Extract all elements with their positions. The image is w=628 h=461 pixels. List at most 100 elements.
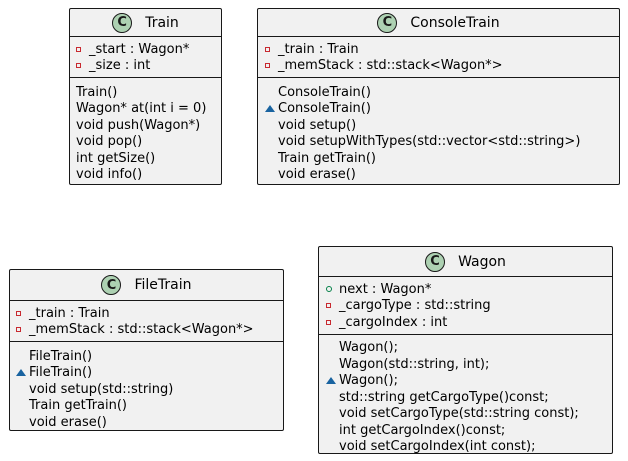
method-text: void setupWithTypes(std::vector<std::str… <box>278 134 581 150</box>
method-text: void push(Wagon*) <box>76 117 201 133</box>
method-row: int getCargoIndex()const; <box>326 422 612 439</box>
method-text: Train getTrain() <box>278 150 377 166</box>
class-name: Train <box>145 14 179 31</box>
method-text: int getCargoIndex()const; <box>339 422 506 438</box>
attribute-text: _memStack : std::stack<Wagon*> <box>278 58 503 74</box>
private-visibility-icon <box>326 319 331 325</box>
attribute-row: _cargoType : std::string <box>326 298 612 315</box>
methods-section: Wagon(); Wagon(std::string, int); Wagon(… <box>319 335 612 459</box>
method-row: Wagon* at(int i = 0) <box>76 101 221 118</box>
method-text: ConsoleTrain() <box>278 101 371 117</box>
method-row: ConsoleTrain() <box>265 101 619 118</box>
method-text: ConsoleTrain() <box>278 84 371 100</box>
method-text: void setCargoIndex(int const); <box>339 439 536 455</box>
method-text: Wagon(std::string, int); <box>339 356 490 372</box>
method-text: FileTrain() <box>29 365 93 381</box>
class-name: FileTrain <box>134 277 192 293</box>
attribute-row: _start : Wagon* <box>76 41 221 58</box>
method-row: void setup() <box>265 117 619 134</box>
method-row: void setupWithTypes(std::vector<std::str… <box>265 134 619 151</box>
class-file-train: C FileTrain _train : Train _memStack : s… <box>9 269 284 431</box>
class-badge-icon: C <box>425 251 446 272</box>
method-row: Wagon(); <box>326 373 612 390</box>
private-visibility-icon <box>16 327 21 333</box>
method-text: void setup() <box>278 117 357 133</box>
class-train: C Train _start : Wagon* _size : int Trai… <box>69 8 222 185</box>
private-visibility-icon <box>76 46 81 52</box>
private-visibility-icon <box>326 303 331 309</box>
class-header: C FileTrain <box>10 270 283 301</box>
method-row: ConsoleTrain() <box>265 84 619 101</box>
class-name: Wagon <box>458 253 506 270</box>
attribute-text: _train : Train <box>29 305 110 321</box>
methods-section: ConsoleTrain() ConsoleTrain() void setup… <box>258 78 619 186</box>
method-row: void setCargoType(std::string const); <box>326 406 612 423</box>
methods-section: FileTrain() FileTrain() void setup(std::… <box>10 342 283 434</box>
method-row: Train() <box>76 84 221 101</box>
private-visibility-icon <box>76 63 81 69</box>
class-header: C Train <box>70 9 221 37</box>
method-text: Wagon* at(int i = 0) <box>76 101 207 117</box>
attributes-section: _start : Wagon* _size : int <box>70 37 221 78</box>
attribute-row: _memStack : std::stack<Wagon*> <box>16 322 283 339</box>
method-text: void pop() <box>76 134 143 150</box>
class-console-train: C ConsoleTrain _train : Train _memStack … <box>257 8 620 185</box>
method-row: void setCargoIndex(int const); <box>326 439 612 456</box>
protected-visibility-icon <box>326 377 336 385</box>
attribute-text: _cargoIndex : int <box>339 314 448 330</box>
attributes-section: next : Wagon* _cargoType : std::string _… <box>319 277 612 335</box>
method-row: void info() <box>76 167 221 184</box>
method-text: void setCargoType(std::string const); <box>339 406 579 422</box>
method-text: std::string getCargoType()const; <box>339 389 549 405</box>
method-text: void setup(std::string) <box>29 381 174 397</box>
method-row: Train getTrain() <box>16 398 283 415</box>
method-text: int getSize() <box>76 150 156 166</box>
method-text: void erase() <box>29 414 107 430</box>
method-row: void push(Wagon*) <box>76 117 221 134</box>
method-row: FileTrain() <box>16 365 283 382</box>
private-visibility-icon <box>265 46 270 52</box>
method-text: void erase() <box>278 167 356 183</box>
protected-visibility-icon <box>265 105 275 113</box>
method-text: Train getTrain() <box>29 398 128 414</box>
method-row: Train getTrain() <box>265 150 619 167</box>
method-row: void pop() <box>76 134 221 151</box>
class-badge-icon: C <box>112 12 133 33</box>
attribute-row: _train : Train <box>265 41 619 58</box>
attribute-text: _size : int <box>89 58 151 74</box>
attribute-text: _memStack : std::stack<Wagon*> <box>29 322 254 338</box>
method-row: int getSize() <box>76 150 221 167</box>
attribute-text: next : Wagon* <box>339 281 432 297</box>
method-text: Wagon(); <box>339 373 398 389</box>
method-row: Wagon(); <box>326 340 612 357</box>
attribute-row: _cargoIndex : int <box>326 314 612 331</box>
class-badge-icon: C <box>377 12 398 33</box>
method-text: Wagon(); <box>339 340 398 356</box>
attribute-text: _cargoType : std::string <box>339 298 491 314</box>
method-text: void info() <box>76 167 143 183</box>
method-row: FileTrain() <box>16 348 283 365</box>
attributes-section: _train : Train _memStack : std::stack<Wa… <box>10 301 283 342</box>
class-header: C Wagon <box>319 247 612 277</box>
attributes-section: _train : Train _memStack : std::stack<Wa… <box>258 37 619 78</box>
methods-section: Train() Wagon* at(int i = 0) void push(W… <box>70 78 221 186</box>
private-visibility-icon <box>16 310 21 316</box>
method-row: void erase() <box>265 167 619 184</box>
private-visibility-icon <box>265 63 270 69</box>
method-text: FileTrain() <box>29 348 93 364</box>
attribute-text: _train : Train <box>278 41 359 57</box>
class-wagon: C Wagon next : Wagon* _cargoType : std::… <box>318 246 613 454</box>
class-name: ConsoleTrain <box>410 14 500 31</box>
attribute-row: _size : int <box>76 58 221 75</box>
protected-visibility-icon <box>16 369 26 377</box>
attribute-row: next : Wagon* <box>326 281 612 298</box>
method-row: std::string getCargoType()const; <box>326 389 612 406</box>
attribute-row: _memStack : std::stack<Wagon*> <box>265 58 619 75</box>
class-header: C ConsoleTrain <box>258 9 619 37</box>
attribute-row: _train : Train <box>16 305 283 322</box>
method-row: Wagon(std::string, int); <box>326 356 612 373</box>
class-badge-icon: C <box>101 275 122 295</box>
method-row: void setup(std::string) <box>16 381 283 398</box>
public-visibility-icon <box>326 286 332 293</box>
method-text: Train() <box>76 84 118 100</box>
